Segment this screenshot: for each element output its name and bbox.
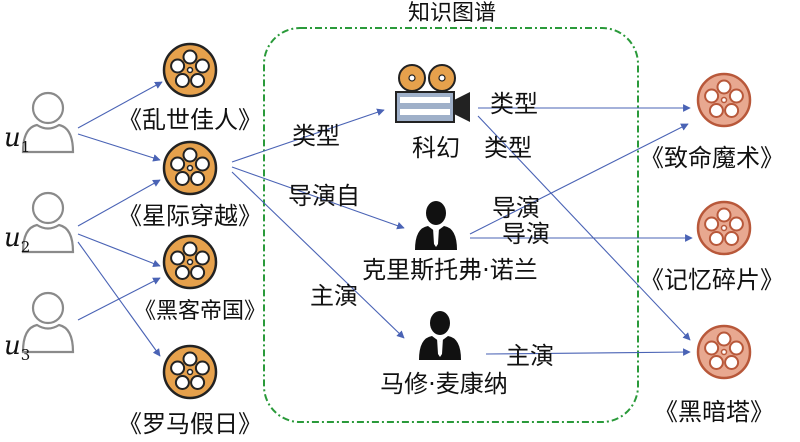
- rec-title-2: 《记忆碎片》: [640, 266, 784, 294]
- watched-movies: 《乱世佳人》 《星际穿越》 《黑客帝国》 《罗马假日》: [118, 42, 266, 438]
- film-reel-icon: [162, 42, 218, 98]
- user-1-base: u: [4, 123, 21, 153]
- svg-text:u3: u3: [4, 331, 30, 364]
- edge-u2-m2: [77, 179, 161, 227]
- relation-labels: 类型 导演自 主演 类型 类型 导演 导演 主演: [288, 90, 554, 370]
- edge-m2-director: [231, 166, 405, 230]
- movie-camera-icon: [395, 64, 470, 123]
- user-3-sub: 3: [21, 346, 31, 364]
- users: u1 u2 u3: [4, 91, 75, 364]
- user-3-base: u: [4, 331, 21, 361]
- person-outline-icon: [21, 91, 75, 154]
- kg-title: 知识图谱: [408, 1, 496, 26]
- movie-title-1: 《乱世佳人》: [118, 106, 262, 134]
- rel-actor-in: 主演: [310, 282, 358, 310]
- genre-entity: 科幻: [395, 64, 470, 162]
- actor-entity: 马修·麦康纳: [380, 311, 508, 398]
- edge-m2-genre: [231, 108, 385, 163]
- edge-u1-m2: [77, 133, 161, 162]
- edge-u2-m3: [77, 233, 161, 268]
- person-outline-icon: [21, 291, 75, 354]
- film-reel-icon: [696, 200, 752, 256]
- businessman-icon: [415, 201, 457, 250]
- actor-label: 马修·麦康纳: [380, 370, 508, 398]
- recommended-movies: 《致命魔术》 《记忆碎片》 《黑暗塔》: [640, 72, 784, 426]
- edge-m2-actor: [231, 171, 405, 339]
- rel-actor-out: 主演: [506, 342, 554, 370]
- user-1-sub: 1: [21, 138, 31, 156]
- kg-boundary: [263, 27, 639, 423]
- rel-genre-in: 类型: [292, 122, 340, 150]
- rel-director-out-bottom: 导演: [502, 220, 550, 248]
- edges: [77, 81, 693, 357]
- edge-actor-r3: [485, 348, 691, 356]
- svg-text:u1: u1: [4, 123, 30, 156]
- edge-director-r1: [469, 123, 689, 235]
- genre-label: 科幻: [412, 134, 460, 162]
- movie-title-2: 《星际穿越》: [118, 202, 262, 230]
- user-3: u3: [4, 291, 75, 364]
- user-2-base: u: [4, 223, 21, 253]
- edge-u3-m3: [77, 277, 161, 321]
- rec-title-1: 《致命魔术》: [640, 144, 784, 172]
- film-reel-icon: [696, 324, 752, 380]
- edge-genre-r3: [477, 115, 691, 341]
- director-entity: 克里斯托弗·诺兰: [362, 201, 538, 284]
- rel-director-in: 导演自: [288, 182, 360, 210]
- businessman-icon: [419, 311, 461, 360]
- film-reel-icon: [696, 72, 752, 128]
- movie-title-3: 《黑客帝国》: [134, 299, 266, 324]
- rel-genre-out-bottom: 类型: [484, 134, 532, 162]
- rec-title-3: 《黑暗塔》: [654, 398, 774, 426]
- svg-text:u2: u2: [4, 223, 30, 256]
- user-1: u1: [4, 91, 75, 156]
- rel-genre-out-top: 类型: [490, 90, 538, 118]
- rel-director-out-top: 导演: [492, 194, 540, 222]
- film-reel-icon: [162, 234, 218, 290]
- user-2: u2: [4, 191, 75, 256]
- movie-title-4: 《罗马假日》: [118, 410, 262, 438]
- edge-u1-m1: [77, 81, 163, 129]
- film-reel-icon: [162, 140, 218, 196]
- user-2-sub: 2: [21, 238, 31, 256]
- film-reel-icon: [162, 344, 218, 400]
- director-label: 克里斯托弗·诺兰: [362, 256, 538, 284]
- person-outline-icon: [21, 191, 75, 254]
